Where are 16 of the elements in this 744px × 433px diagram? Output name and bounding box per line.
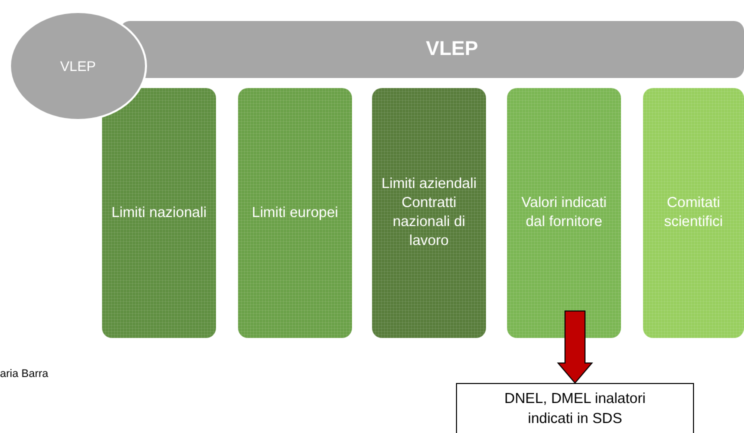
note-box <box>456 383 694 433</box>
node-text: Limiti europei <box>250 204 340 222</box>
category-box <box>372 88 486 338</box>
category-box <box>643 88 744 338</box>
arrow <box>556 310 594 384</box>
node-text: DNEL, DMEL inalatori indicati in SDS <box>503 390 647 429</box>
node-text: Valori indicati dal fornitore <box>520 194 608 232</box>
node-text: Limiti aziendali Contratti nazionali di lavoro <box>380 175 478 251</box>
category-box <box>238 88 352 338</box>
category-box <box>507 88 621 338</box>
node-text: Comitati scientifici <box>663 194 724 232</box>
node-text: Limiti nazionali <box>110 204 208 222</box>
author-name: aria Barra <box>0 368 48 380</box>
node-text: VLEP <box>60 58 96 74</box>
category-box <box>102 88 216 338</box>
node-text: VLEP <box>426 38 478 61</box>
